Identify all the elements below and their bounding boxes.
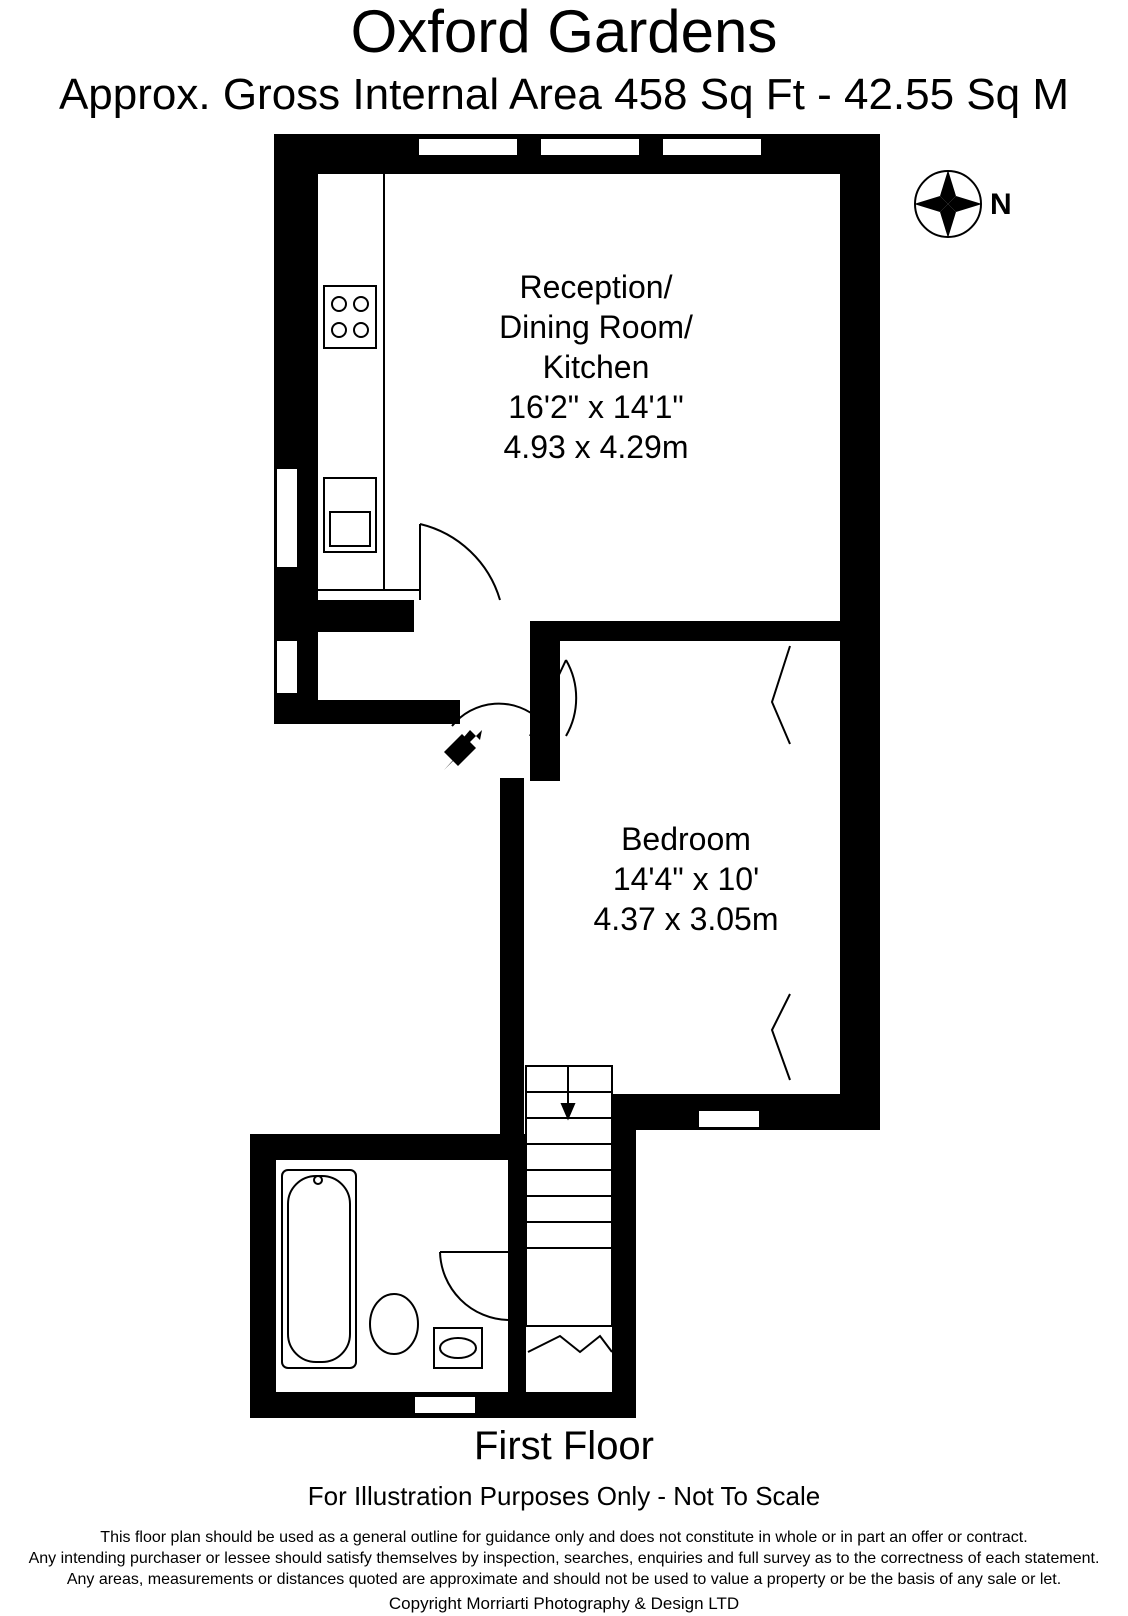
copyright: Copyright Morriarti Photography & Design… (388, 1594, 740, 1613)
disclaimer-line-1: This floor plan should be used as a gene… (100, 1529, 1028, 1546)
basin-icon (433, 1327, 483, 1369)
floor-plan: N Reception/ Dining Room/ Kitchen 16'2" … (250, 134, 1012, 1418)
gross-internal-area: Approx. Gross Internal Area 458 Sq Ft - … (58, 70, 1070, 119)
illustration-note: For Illustration Purposes Only - Not To … (307, 1481, 821, 1511)
bath-icon (281, 1169, 357, 1369)
bedroom-metric: 4.37 x 3.05m (594, 901, 779, 937)
doors (419, 523, 791, 1354)
entrance-arrow-icon (444, 730, 482, 770)
bedroom-label: Bedroom 14'4" x 10' 4.37 x 3.05m (594, 821, 779, 937)
reception-metric: 4.93 x 4.29m (504, 429, 689, 465)
reception-line-3: Kitchen (543, 349, 650, 385)
plan-title: Oxford Gardens (350, 0, 778, 65)
hob-icon (323, 285, 377, 349)
reception-line-2: Dining Room/ (499, 309, 693, 345)
toilet-icon (369, 1293, 419, 1355)
reception-line-1: Reception/ (520, 269, 673, 305)
floor-label: First Floor (474, 1424, 654, 1468)
windows (275, 137, 763, 1415)
reception-imperial: 16'2" x 14'1" (508, 389, 684, 425)
bedroom-imperial: 14'4" x 10' (613, 861, 759, 897)
bedroom-name: Bedroom (621, 821, 751, 857)
disclaimer-line-3: Any areas, measurements or distances quo… (66, 1571, 1062, 1588)
sink-icon (323, 477, 377, 553)
bathroom-fixtures (281, 1169, 483, 1369)
disclaimer-line-2: Any intending purchaser or lessee should… (28, 1550, 1100, 1567)
compass-north-label: N (990, 188, 1012, 221)
reception-label: Reception/ Dining Room/ Kitchen 16'2" x … (499, 269, 693, 465)
kitchen-units (318, 174, 420, 591)
stairs (525, 1065, 613, 1327)
compass-icon: N (914, 170, 1012, 238)
